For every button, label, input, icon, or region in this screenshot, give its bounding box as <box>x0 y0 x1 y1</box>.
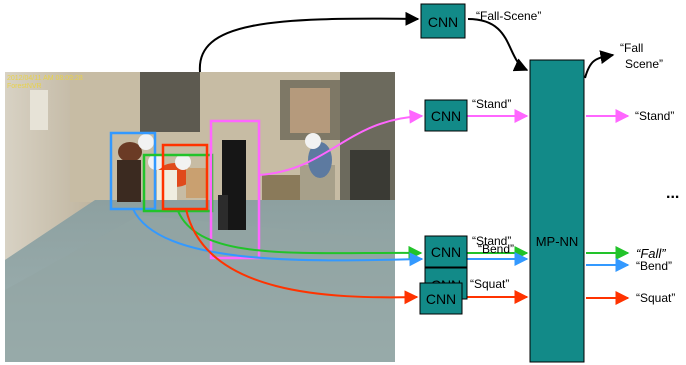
connections <box>132 11 630 305</box>
label-fall-scene: “Fall-Scene” <box>476 9 541 23</box>
photo-camera-name: ForestNVR <box>7 83 42 90</box>
magenta-arrow <box>258 109 424 176</box>
scene-arrow <box>198 11 420 73</box>
bbox-stand-magenta <box>209 119 261 260</box>
svg-text:“Fall: “Fall <box>620 41 643 55</box>
output-bend: “Bend” <box>636 259 672 273</box>
label-bend: “Bend” <box>478 242 514 256</box>
blue-arrow <box>132 208 424 267</box>
red-arrow <box>185 208 419 305</box>
cnn-box-scene: CNN <box>420 3 466 39</box>
output-stand: “Stand” <box>635 109 674 123</box>
output-ellipsis: ... <box>666 185 679 202</box>
label-stand-2: “Stand” <box>472 234 511 248</box>
scene-to-mpnn-arrow <box>467 18 529 72</box>
mpnn-to-fallscene-arrow <box>584 50 615 79</box>
output-squat: “Squat” <box>636 291 675 305</box>
person-silhouettes <box>117 140 332 230</box>
output-fall: “Fall” <box>636 246 666 261</box>
mpnn-label: MP-NN <box>536 234 579 249</box>
bbox-squat <box>161 143 209 211</box>
green-arrow <box>177 210 423 260</box>
svg-text:CNN: CNN <box>426 291 456 307</box>
label-squat: “Squat” <box>470 277 509 291</box>
label-stand-1: “Stand” <box>472 97 511 111</box>
surveillance-photo: 2012/04/11 AM 08:09:28 ForestNVR <box>5 72 395 362</box>
svg-text:Scene”: Scene” <box>625 57 663 71</box>
cnn-box-stand-2: CNN <box>424 235 468 268</box>
cnn-box-squat: CNN <box>419 282 463 315</box>
face-blur-dots <box>138 133 321 170</box>
svg-text:CNN: CNN <box>428 14 458 30</box>
output-fall-scene: “Fall Scene” <box>620 41 663 71</box>
photo-timestamp: 2012/04/11 AM 08:09:28 <box>7 75 83 82</box>
mpnn-block: MP-NN <box>529 59 585 363</box>
cnn-box-stand-1: CNN <box>424 99 468 132</box>
svg-text:CNN: CNN <box>431 244 461 260</box>
svg-text:CNN: CNN <box>431 108 461 124</box>
